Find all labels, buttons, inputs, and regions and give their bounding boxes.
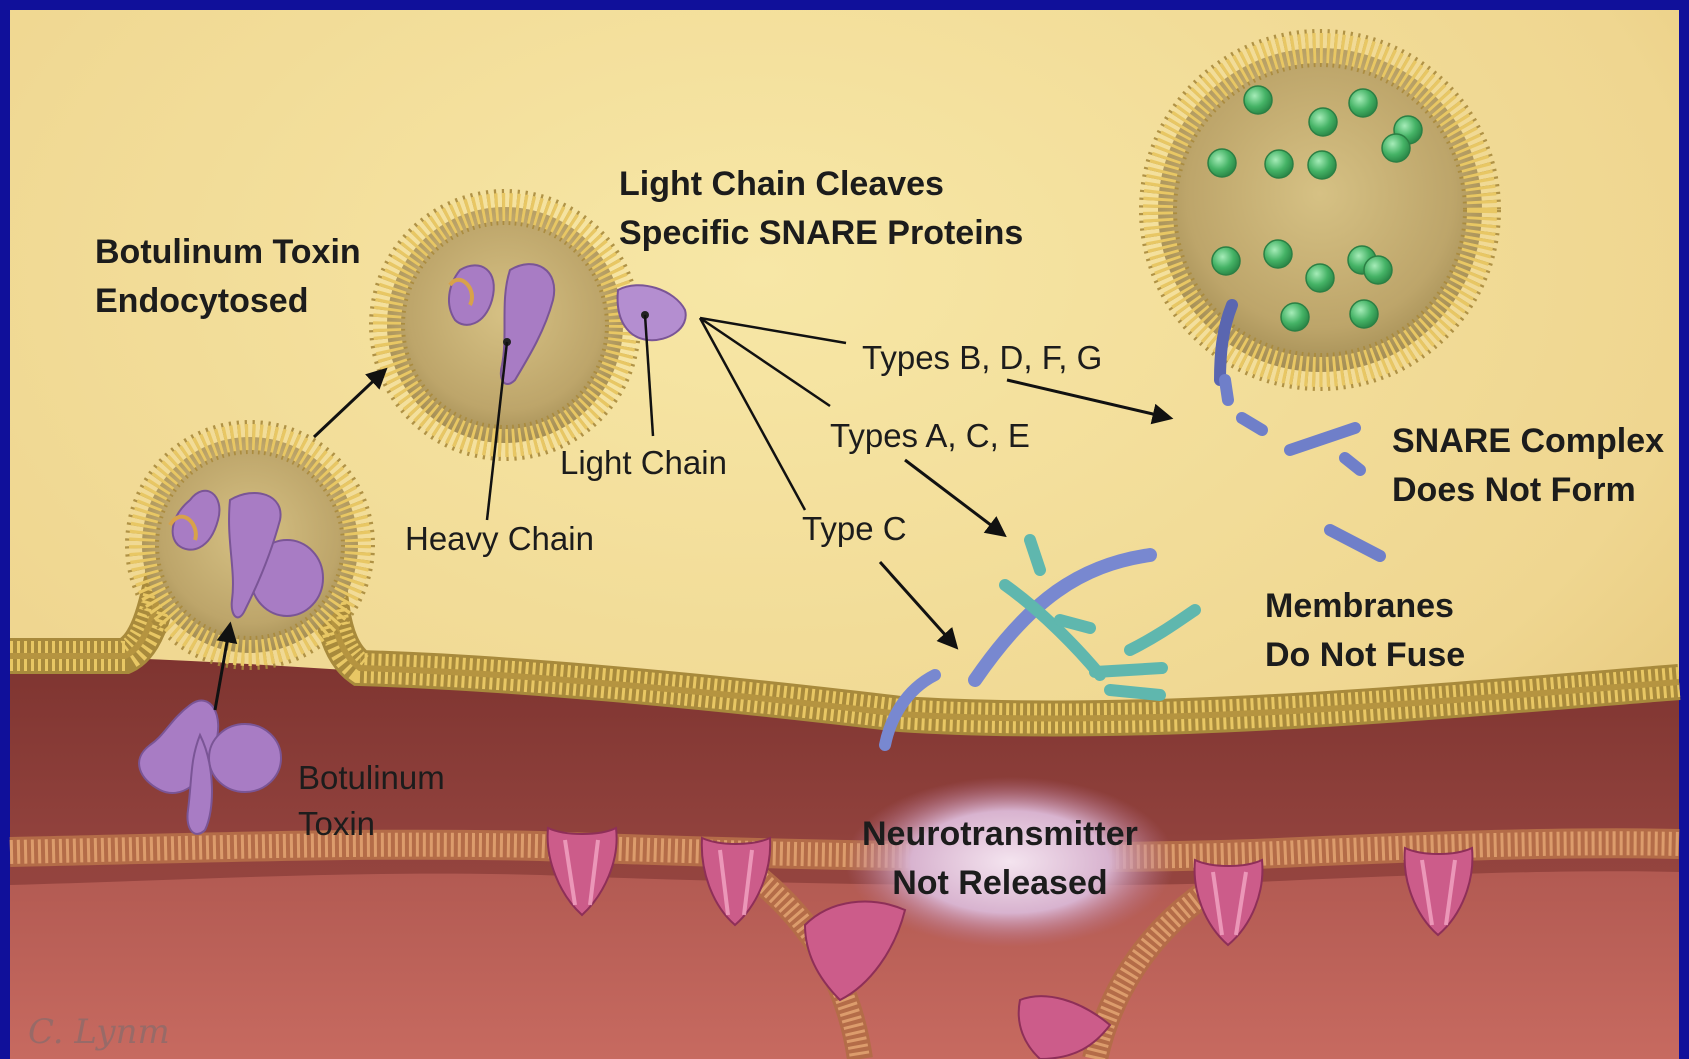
label-line: Membranes: [1265, 582, 1465, 631]
label-line: Endocytosed: [95, 277, 361, 326]
label-membranes: Membranes Do Not Fuse: [1265, 582, 1465, 680]
label-line: SNARE Complex: [1392, 417, 1664, 466]
label-line: Botulinum: [298, 755, 445, 801]
label-botulinum-toxin: Botulinum Toxin: [298, 755, 445, 847]
label-line: Not Released: [862, 859, 1138, 908]
label-type-c: Type C: [802, 506, 907, 552]
label-neurotransmitter: Neurotransmitter Not Released: [862, 810, 1138, 908]
artist-signature: C. Lynm: [28, 1012, 170, 1052]
label-toxin-endocytosed: Botulinum Toxin Endocytosed: [95, 228, 361, 326]
label-line: Does Not Form: [1392, 466, 1664, 515]
synaptic-vesicle: [1158, 48, 1482, 372]
label-line: Do Not Fuse: [1265, 631, 1465, 680]
label-snare-complex: SNARE Complex Does Not Form: [1392, 417, 1664, 515]
label-types-bdfg: Types B, D, F, G: [862, 335, 1102, 381]
label-light-chain-cleaves: Light Chain Cleaves Specific SNARE Prote…: [619, 160, 1023, 258]
label-light-chain: Light Chain: [560, 440, 727, 486]
label-heavy-chain: Heavy Chain: [405, 516, 594, 562]
label-line: Light Chain Cleaves: [619, 160, 1023, 209]
label-line: Toxin: [298, 801, 445, 847]
label-line: Neurotransmitter: [862, 810, 1138, 859]
label-line: Botulinum Toxin: [95, 228, 361, 277]
label-line: Specific SNARE Proteins: [619, 209, 1023, 258]
label-types-ace: Types A, C, E: [830, 413, 1030, 459]
